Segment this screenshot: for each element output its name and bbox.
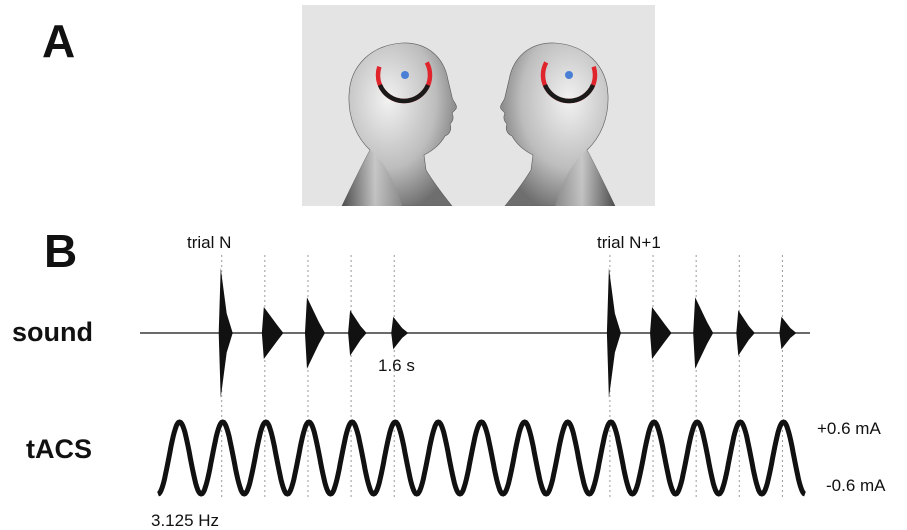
sound-burst (218, 268, 233, 398)
left-electrode-center (401, 71, 409, 79)
amplitude-negative-label: -0.6 mA (826, 476, 886, 495)
sound-burst (606, 268, 621, 398)
sound-burst (779, 316, 797, 350)
right-return-arc (542, 84, 596, 104)
tacs-waveform (157, 419, 806, 497)
sound-bursts (218, 268, 797, 398)
sound-burst (261, 307, 284, 359)
sound-burst (736, 310, 755, 356)
sound-burst (348, 310, 367, 356)
right-head (500, 42, 616, 206)
heads-electrode-photo (302, 5, 655, 206)
tacs-row-label: tACS (26, 434, 92, 464)
panel-label-b: B (44, 225, 78, 277)
sound-burst (650, 307, 672, 359)
trial-n1-label: trial N+1 (597, 233, 661, 252)
sound-burst (304, 297, 325, 369)
inter-trial-delay-label: 1.6 s (378, 356, 415, 375)
sound-burst (391, 316, 409, 350)
left-return-arc (377, 84, 431, 104)
trial-guide-lines (221, 255, 783, 500)
sound-burst (693, 297, 714, 369)
amplitude-positive-label: +0.6 mA (817, 419, 881, 438)
left-head (341, 42, 457, 206)
trial-n-label: trial N (187, 233, 232, 252)
right-electrode-center (565, 71, 573, 79)
panel-label-a: A (42, 15, 76, 67)
frequency-label: 3.125 Hz (151, 511, 220, 530)
sound-row-label: sound (12, 317, 93, 347)
